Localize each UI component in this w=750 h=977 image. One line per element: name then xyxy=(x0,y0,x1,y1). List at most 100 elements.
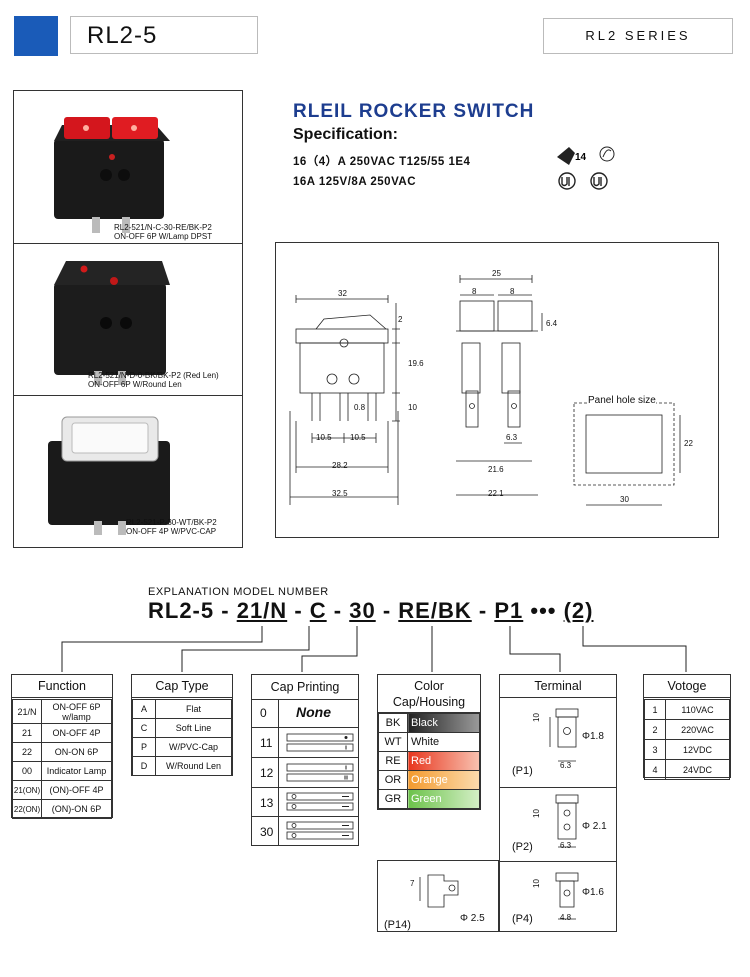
terminal-p1-label: (P1) xyxy=(512,765,533,777)
model-part-series: RL2-5 xyxy=(148,598,215,623)
cap-printing-row-13: 13 xyxy=(252,788,358,817)
color-title-line1: Color xyxy=(414,679,444,693)
panel-hole-label: Panel hole size xyxy=(588,395,656,406)
model-part-terminal: P1 xyxy=(494,598,524,623)
cap-printing-row-11: 11 xyxy=(252,728,358,758)
color-title-line2: Cap/Housing xyxy=(392,695,466,709)
terminal-p4-height: 10 xyxy=(531,879,541,888)
color-swatch-white: White xyxy=(407,732,480,752)
cap-type-title: Cap Type xyxy=(132,675,232,698)
function-title: Function xyxy=(12,675,112,698)
terminal-p4-width: 4.8 xyxy=(560,913,572,922)
terminal-p2-label: (P2) xyxy=(512,841,533,853)
terminal-title: Terminal xyxy=(500,675,616,698)
product-desc-2: ON-OFF 6P W/Round Len xyxy=(88,380,182,389)
terminal-p14-dia: Φ 2.5 xyxy=(460,913,485,924)
print-symbol-12-icon xyxy=(286,763,354,782)
function-code: 00 xyxy=(12,761,42,781)
rocker-switch-pvc-cap-icon xyxy=(48,416,170,535)
terminal-p2-width: 6.3 xyxy=(560,841,572,850)
dim-8-left: 8 xyxy=(472,287,477,296)
model-sep: - xyxy=(294,598,303,623)
model-part-color: RE/BK xyxy=(398,598,472,623)
dim-10: 10 xyxy=(408,403,417,412)
voltage-title: Votoge xyxy=(644,675,730,698)
spec-line-2: 16A 125V/8A 250VAC xyxy=(293,176,417,188)
cap-printing-row-12: 12 xyxy=(252,758,358,788)
function-code: 21(ON) xyxy=(12,780,42,800)
model-sep: - xyxy=(333,598,343,623)
terminal-p1-icon xyxy=(549,708,579,762)
terminal-p2-icon xyxy=(555,794,579,848)
print-symbol-13-icon xyxy=(286,792,354,811)
color-code: GR xyxy=(378,789,408,809)
model-part-cap-type: C xyxy=(309,598,327,623)
color-code: RE xyxy=(378,751,408,771)
dim-6-4: 6.4 xyxy=(546,319,558,328)
certification-marks-icon: 14 xyxy=(557,146,615,190)
model-dots: ••• xyxy=(530,598,557,623)
terminal-p14-height: 7 xyxy=(410,879,415,888)
terminal-p14-box: 7 Φ 2.5 (P14) xyxy=(377,860,499,932)
spec-line-1: 16（4）A 250VAC T125/55 1E4 xyxy=(293,156,471,168)
product-card-3: RL2-521-P-30-WT/BK-P2 ON-OFF 4P W/PVC-CA… xyxy=(14,395,242,547)
cap-printing-none: None xyxy=(296,704,331,720)
rocker-switch-red-lamp-icon xyxy=(54,117,170,233)
cap-printing-code: 30 xyxy=(260,825,274,839)
terminal-p2-height: 10 xyxy=(531,809,541,818)
model-sep: - xyxy=(221,598,230,623)
cap-type-code: P xyxy=(132,737,156,757)
header-color-block xyxy=(14,16,58,56)
cap-printing-row-30: 30 xyxy=(252,817,358,845)
color-code: WT xyxy=(378,732,408,752)
dim-32: 32 xyxy=(338,289,347,298)
voltage-code: 2 xyxy=(644,719,666,740)
cap-printing-code: 12 xyxy=(260,766,274,780)
terminal-legend: Terminal 10 Φ1.8 6.3 (P1) 10 Φ 2.1 6.3 (… xyxy=(499,674,617,932)
cap-printing-row-0: 0 None xyxy=(252,699,358,728)
terminal-p4-label: (P4) xyxy=(512,913,533,925)
cap-type-code: D xyxy=(132,756,156,776)
model-number-label: EXPLANATION MODEL NUMBER xyxy=(148,586,329,598)
cap-type-code: A xyxy=(132,699,156,719)
dim-0-8: 0.8 xyxy=(354,403,366,412)
function-desc: ON-OFF 4P xyxy=(41,723,112,743)
page-title: RL2-5 xyxy=(70,16,258,54)
dim-8-right: 8 xyxy=(510,287,515,296)
voltage-value: 24VDC xyxy=(665,759,730,780)
dim-22: 22 xyxy=(684,439,693,448)
cap-type-desc: Soft Line xyxy=(155,718,232,738)
color-code: BK xyxy=(378,713,408,733)
spec-title: RLEIL ROCKER SWITCH xyxy=(293,101,535,122)
dim-10-5-right: 10.5 xyxy=(350,433,366,442)
product-model-2: RL2-521/N-D-0-BK/BK-P2 (Red Len) xyxy=(88,371,219,380)
dimension-drawing-panel: 32 2 19.6 10 0.8 10.5 10.5 28.2 32.5 25 … xyxy=(275,242,719,538)
color-title: Color Cap/Housing xyxy=(378,675,480,713)
color-swatch-red: Red xyxy=(407,751,480,771)
product-model-3: RL2-521-P-30-WT/BK-P2 xyxy=(126,518,217,527)
dim-10-5-left: 10.5 xyxy=(316,433,332,442)
series-label: RL2 SERIES xyxy=(543,18,733,54)
cap-type-desc: W/PVC-Cap xyxy=(155,737,232,757)
model-part-function: 21/N xyxy=(236,598,288,623)
function-code: 22(ON) xyxy=(12,799,42,819)
voltage-value: 110VAC xyxy=(665,699,730,720)
cap-printing-code: 11 xyxy=(260,736,273,750)
dim-28-2: 28.2 xyxy=(332,461,348,470)
rocker-switch-round-len-icon xyxy=(54,261,170,385)
spec-subtitle: Specification: xyxy=(293,126,398,143)
print-symbol-11-icon xyxy=(286,733,354,752)
voltage-code: 3 xyxy=(644,739,666,760)
voltage-value: 220VAC xyxy=(665,719,730,740)
color-swatch-black: Black xyxy=(407,713,480,733)
cap-printing-legend: Cap Printing 0 None 11 12 13 30 xyxy=(251,674,359,846)
cap-type-code: C xyxy=(132,718,156,738)
model-part-voltage: (2) xyxy=(563,598,594,623)
cap-type-desc: Flat xyxy=(155,699,232,719)
terminal-p1-height: 10 xyxy=(531,713,541,722)
svg-text:14: 14 xyxy=(575,152,587,163)
model-number-code: RL2-5 - 21/N - C - 30 - RE/BK - P1 ••• (… xyxy=(148,598,594,624)
